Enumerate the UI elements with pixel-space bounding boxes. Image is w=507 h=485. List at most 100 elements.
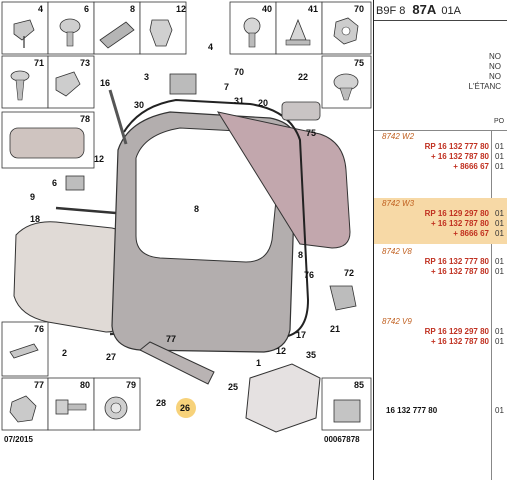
header-code: B9F 8 87A 01A — [374, 0, 507, 21]
push-clip-icon — [10, 70, 30, 82]
box-part-78[interactable]: 78 — [1, 111, 95, 169]
parts-group[interactable]: 8742 V9 RP 16 129 297 80 01 + 16 132 787… — [374, 316, 507, 352]
svg-text:12: 12 — [176, 4, 186, 14]
callout-35: 35 — [306, 350, 316, 360]
pop-rivet-icon — [9, 343, 39, 359]
callout-26[interactable]: 26 — [180, 403, 190, 413]
callout-31: 31 — [234, 96, 244, 106]
part-number[interactable]: RP 16 129 297 80 — [424, 327, 489, 336]
box-part-76[interactable]: 76 — [1, 321, 49, 377]
quantity: 01 — [495, 152, 504, 161]
group-ref: 8742 V9 — [382, 317, 412, 326]
foam-pad-icon — [99, 21, 135, 49]
bumper-stop-icon — [333, 399, 361, 423]
box-part-73[interactable]: 73 — [47, 55, 95, 109]
quantity: 01 — [495, 209, 504, 218]
callout-25: 25 — [228, 382, 238, 392]
callout-27: 27 — [106, 352, 116, 362]
screw-head-icon — [55, 399, 69, 415]
part-number[interactable]: + 8666 67 — [453, 162, 489, 171]
box-part-79[interactable]: 79 — [93, 377, 141, 431]
footer-id: 00067878 — [324, 435, 360, 444]
svg-text:75: 75 — [354, 58, 364, 68]
part-number[interactable]: + 16 132 787 80 — [430, 337, 489, 346]
part-number[interactable]: RP 16 132 777 80 — [424, 257, 489, 266]
latch-lock[interactable] — [329, 285, 357, 311]
fastener-kit-bag[interactable] — [245, 363, 321, 433]
quantity: 01 — [495, 257, 504, 266]
callout-20: 20 — [258, 98, 268, 108]
seal-strip-icon — [9, 127, 85, 159]
quantity: 01 — [495, 219, 504, 228]
svg-text:71: 71 — [34, 58, 44, 68]
box-part-12[interactable]: 12 — [139, 1, 187, 55]
quantity: 01 — [495, 162, 504, 171]
code-suffix: 01A — [441, 5, 461, 17]
bolt-thread-icon — [66, 31, 74, 47]
parts-group[interactable]: 8742 V8 RP 16 132 777 80 01 + 16 132 787… — [374, 246, 507, 282]
part-number[interactable]: RP 16 129 297 80 — [424, 209, 489, 218]
box-part-77[interactable]: 77 — [1, 377, 49, 431]
callout-6: 6 — [52, 178, 57, 188]
spoiler-part[interactable] — [281, 101, 321, 121]
parts-row-standalone[interactable]: 16 132 777 80 01 — [374, 406, 507, 420]
callout-16: 16 — [100, 78, 110, 88]
svg-text:40: 40 — [262, 4, 272, 14]
svg-text:4: 4 — [38, 4, 43, 14]
svg-text:73: 73 — [80, 58, 90, 68]
parts-group-highlighted[interactable]: 8742 W3 RP 16 129 297 80 01 + 16 132 787… — [374, 198, 507, 244]
rivet-icon — [149, 19, 173, 47]
part-number[interactable]: + 16 132 787 80 — [430, 152, 489, 161]
box-part-40[interactable]: 40 — [229, 1, 277, 55]
part-number[interactable]: 16 132 777 80 — [386, 406, 438, 415]
hinge-bracket[interactable] — [169, 73, 197, 95]
quantity: 01 — [495, 327, 504, 336]
tailgate-weatherstrip[interactable] — [123, 98, 310, 337]
box-part-6[interactable]: 6 — [47, 1, 95, 55]
code-main: 87A — [412, 2, 437, 17]
callout-8: 8 — [194, 204, 199, 214]
box-part-75[interactable]: 75 — [321, 55, 372, 109]
group-ref: 8742 W3 — [382, 199, 415, 208]
parts-group[interactable]: 8742 W2 RP 16 132 777 80 01 + 16 132 787… — [374, 131, 507, 177]
box-part-70-top[interactable]: 70 — [321, 1, 372, 55]
callout-4: 4 — [208, 42, 213, 52]
box-part-8[interactable]: 8 — [93, 1, 141, 55]
part-number[interactable]: + 8666 67 — [453, 229, 489, 238]
ball-stud-icon — [243, 17, 261, 35]
lower-garnish[interactable] — [139, 341, 215, 385]
bolt-head-icon — [59, 18, 81, 34]
callout-26-highlight[interactable] — [176, 398, 196, 418]
note-line-1: NO — [489, 52, 501, 61]
callout-3: 3 — [144, 72, 149, 82]
note-line-3: NO — [489, 72, 501, 81]
box-part-71[interactable]: 71 — [1, 55, 49, 109]
callout-22: 22 — [298, 72, 308, 82]
svg-text:78: 78 — [80, 114, 90, 124]
gas-strut[interactable] — [108, 89, 128, 145]
box-part-4[interactable]: 4 — [1, 1, 49, 55]
inner-trim-panel[interactable] — [216, 111, 351, 249]
wiper-motor-bracket[interactable] — [65, 175, 85, 191]
plug-icon — [333, 73, 359, 91]
callout-8-right: 8 — [298, 250, 303, 260]
svg-text:8: 8 — [130, 4, 135, 14]
callout-12-bottom: 12 — [276, 346, 286, 356]
part-number[interactable]: + 16 132 787 80 — [430, 267, 489, 276]
svg-text:77: 77 — [34, 380, 44, 390]
quantity: 01 — [495, 406, 504, 415]
part-number[interactable]: + 16 132 787 80 — [430, 219, 489, 228]
callout-1: 1 — [256, 358, 261, 368]
note-line-5: PO — [494, 118, 505, 125]
svg-text:76: 76 — [34, 324, 44, 334]
box-part-80[interactable]: 80 — [47, 377, 95, 431]
part-number[interactable]: RP 16 132 777 80 — [424, 142, 489, 151]
callout-30: 30 — [134, 100, 144, 110]
callout-18: 18 — [30, 214, 40, 224]
box-part-85[interactable]: 85 — [321, 377, 372, 431]
svg-text:79: 79 — [126, 380, 136, 390]
window-opening — [135, 127, 281, 263]
clip-icon — [13, 19, 35, 41]
grommet-icon — [55, 71, 81, 97]
box-part-41[interactable]: 41 — [275, 1, 323, 55]
